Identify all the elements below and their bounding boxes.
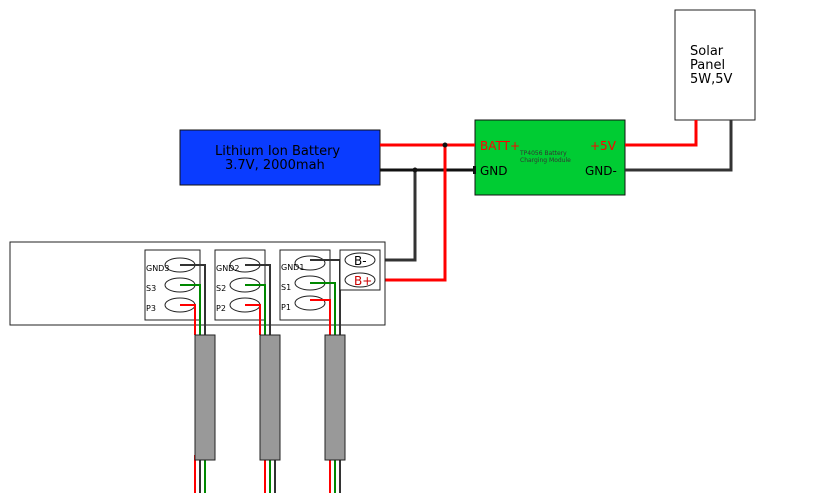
- battery-terminal-block: B- B+: [339, 249, 381, 291]
- power-wires: [380, 120, 733, 282]
- negative-junction-dot: [412, 167, 418, 173]
- header-1-power-label: P1: [281, 303, 291, 312]
- gnd-terminal-mark: [473, 166, 476, 174]
- header-2-signal-label: S2: [216, 284, 226, 293]
- solar-panel-label-3: 5W,5V: [690, 72, 733, 87]
- b-plus-label: B+: [354, 274, 372, 288]
- charger-5v-label: +5V: [590, 139, 617, 153]
- header-1-power-pin: [294, 295, 326, 311]
- servo-header-3: GND3 S3 P3: [144, 249, 206, 335]
- servo-header-1: GND1 S1 P1: [279, 249, 341, 335]
- cable-1-sleeve: [324, 334, 346, 461]
- battery-label-1: Lithium Ion Battery: [215, 144, 340, 159]
- main-board: GND3 S3 P3 GND2 S2 P2 GND1: [9, 241, 386, 335]
- charger-title-1: TP4056 Battery: [519, 150, 567, 157]
- solar-panel: Solar Panel 5W,5V: [674, 9, 756, 121]
- cable-2: [259, 334, 281, 493]
- cable-1: [324, 334, 346, 493]
- header-3-power-label: P3: [146, 304, 156, 313]
- positive-junction-dot: [442, 142, 448, 148]
- header-1-gnd-pin: [294, 255, 326, 271]
- header-1-gnd-label: GND1: [281, 263, 304, 272]
- b-minus-label: B-: [354, 254, 367, 268]
- b-plus-terminal: [344, 272, 376, 288]
- cable-3: [194, 334, 216, 493]
- solar-negative-wire: [625, 120, 733, 172]
- header-2-power-label: P2: [216, 304, 226, 313]
- header-1-signal-label: S1: [281, 283, 291, 292]
- header-3-signal-label: S3: [146, 284, 156, 293]
- lithium-battery: Lithium Ion Battery 3.7V, 2000mah: [179, 129, 381, 186]
- charger-batt-plus-label: BATT+: [480, 139, 520, 153]
- board-positive-wire: [380, 145, 447, 282]
- battery-label-2: 3.7V, 2000mah: [225, 158, 325, 173]
- charger-title-2: Charging Module: [520, 157, 571, 164]
- solar-panel-label-1: Solar: [690, 44, 724, 59]
- header-3-gnd-label: GND3: [146, 264, 169, 273]
- header-2-gnd-label: GND2: [216, 264, 239, 273]
- solar-panel-label-2: Panel: [690, 58, 725, 73]
- cable-3-sleeve: [194, 334, 216, 461]
- charging-module: TP4056 Battery Charging Module BATT+ GND…: [474, 119, 626, 196]
- b-minus-terminal: [344, 252, 376, 268]
- solar-positive-wire: [625, 120, 698, 147]
- charger-gnd-label: GND: [480, 164, 508, 178]
- servo-header-2: GND2 S2 P2: [214, 249, 271, 335]
- cable-2-sleeve: [259, 334, 281, 461]
- charger-gnd-minus-label: GND-: [585, 164, 617, 178]
- board-negative-wire: [380, 170, 417, 262]
